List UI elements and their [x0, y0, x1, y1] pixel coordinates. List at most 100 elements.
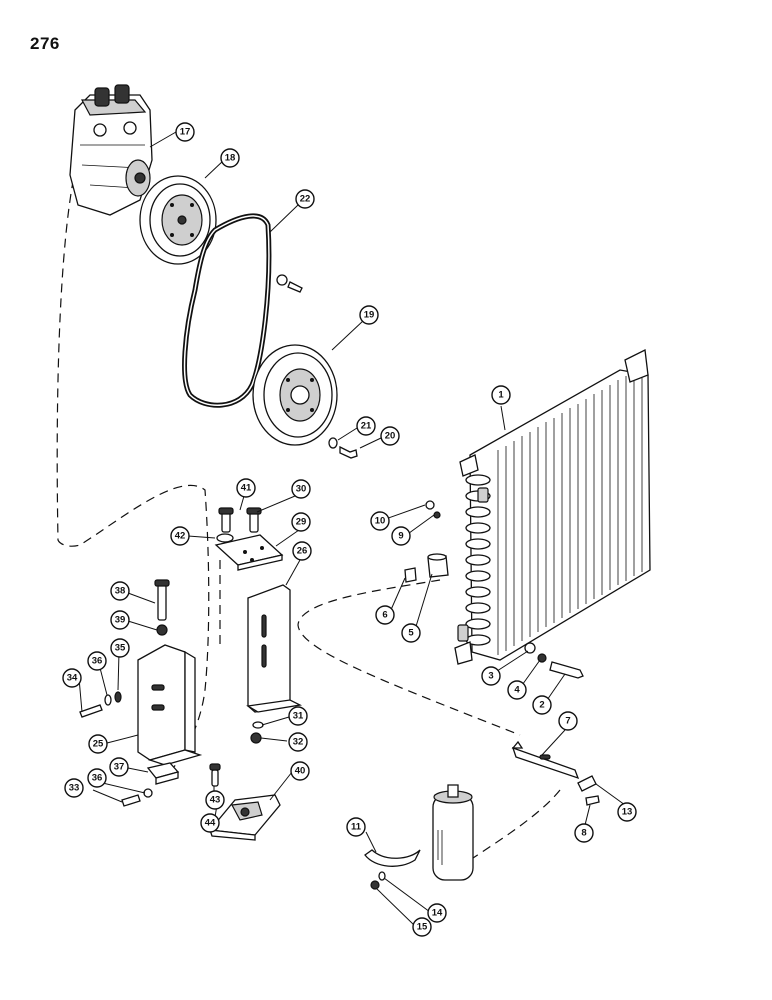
callout-label: 42 [175, 531, 186, 542]
callout-label: 34 [67, 673, 78, 684]
bolt-41 [218, 507, 234, 533]
bolt-33-set [121, 788, 153, 807]
callout-label: 39 [115, 615, 126, 626]
callout-label: 22 [300, 194, 311, 205]
callout-8: 8 [574, 823, 594, 843]
callout-label: 20 [385, 431, 396, 442]
nut-39 [156, 624, 168, 636]
hose-routing-line-left [56, 149, 210, 773]
callout-label: 43 [210, 795, 221, 806]
callout-32: 32 [288, 732, 308, 752]
condenser-bolt-set [524, 642, 584, 679]
callout-label: 10 [375, 516, 386, 527]
callout-31: 31 [288, 706, 308, 726]
callout-label: 40 [295, 766, 306, 777]
callout-40: 40 [290, 761, 310, 781]
small-bolt [276, 274, 303, 293]
callout-label: 3 [488, 671, 493, 682]
callout-20: 20 [380, 426, 400, 446]
callout-label: 5 [408, 628, 414, 639]
crankshaft-pulley [252, 344, 338, 446]
receiver-drier [432, 784, 474, 881]
callout-label: 13 [622, 807, 633, 818]
callout-4: 4 [507, 680, 527, 700]
washer-42 [216, 533, 234, 543]
callout-label: 44 [205, 818, 216, 829]
callout-19: 19 [359, 305, 379, 325]
hose-routing-line-right [297, 579, 521, 736]
callout-39: 39 [110, 610, 130, 630]
callout-10: 10 [370, 511, 390, 531]
callout-label: 25 [93, 739, 104, 750]
bolt-38 [154, 579, 170, 621]
bolt-8 [585, 795, 600, 806]
callout-6: 6 [375, 605, 395, 625]
callout-14: 14 [427, 903, 447, 923]
nut-washer-31-32 [250, 721, 264, 744]
callout-label: 18 [225, 153, 236, 164]
callout-5: 5 [401, 623, 421, 643]
pulley-washer-bolt [328, 437, 358, 459]
callout-41: 41 [236, 478, 256, 498]
callout-15: 15 [412, 917, 432, 937]
lower-bracket [137, 644, 203, 766]
callout-37: 37 [109, 757, 129, 777]
condenser [454, 349, 651, 665]
callout-label: 9 [398, 531, 403, 542]
callout-18: 18 [220, 148, 240, 168]
callout-label: 21 [361, 421, 372, 432]
callout-25: 25 [88, 734, 108, 754]
strap-nut-washer [370, 871, 386, 890]
callout-label: 32 [293, 737, 304, 748]
callout-label: 1 [498, 390, 504, 401]
callout-label: 29 [296, 517, 307, 528]
callout-44: 44 [200, 813, 220, 833]
spacer-block [146, 762, 180, 785]
callout-9: 9 [391, 526, 411, 546]
callout-label: 31 [293, 711, 304, 722]
page-number: 276 [30, 34, 60, 53]
callout-34: 34 [62, 668, 82, 688]
callout-label: 38 [115, 586, 126, 597]
callout-label: 33 [69, 783, 80, 794]
callout-label: 4 [514, 685, 520, 696]
hose-routing-line-drier [469, 789, 561, 861]
callout-label: 15 [417, 922, 428, 933]
bolt-30 [246, 507, 262, 533]
callout-29: 29 [291, 512, 311, 532]
callout-26: 26 [292, 541, 312, 561]
callout-33: 33 [64, 778, 84, 798]
callout-label: 36 [92, 656, 103, 667]
callout-label: 26 [297, 546, 308, 557]
callout-7: 7 [558, 711, 578, 731]
callout-label: 17 [180, 127, 191, 138]
callout-1: 1 [491, 385, 511, 405]
condenser-coil-tubes [465, 474, 491, 646]
callout-label: 8 [581, 828, 586, 839]
callout-2: 2 [532, 695, 552, 715]
callout-38: 38 [110, 581, 130, 601]
drier-strap [364, 849, 421, 867]
callout-label: 2 [539, 700, 544, 711]
callout-13: 13 [617, 802, 637, 822]
callout-11: 11 [346, 817, 366, 837]
bolt-13 [577, 775, 597, 792]
isolator-mount [208, 794, 281, 841]
callout-label: 37 [114, 762, 125, 773]
drier-bracket [511, 740, 580, 780]
clip-and-spacer [404, 553, 449, 583]
callout-43: 43 [205, 790, 225, 810]
callout-42: 42 [170, 526, 190, 546]
callout-label: 36 [92, 773, 103, 784]
mounting-plate [214, 534, 284, 571]
clutch-pulley [139, 175, 217, 265]
callout-30: 30 [291, 479, 311, 499]
callout-label: 6 [382, 610, 387, 621]
callout-label: 19 [364, 310, 375, 321]
callout-label: 7 [565, 716, 570, 727]
callout-21: 21 [356, 416, 376, 436]
callout-label: 35 [115, 643, 126, 654]
bracket-bolt-set [79, 691, 122, 718]
drive-belt [182, 213, 272, 408]
